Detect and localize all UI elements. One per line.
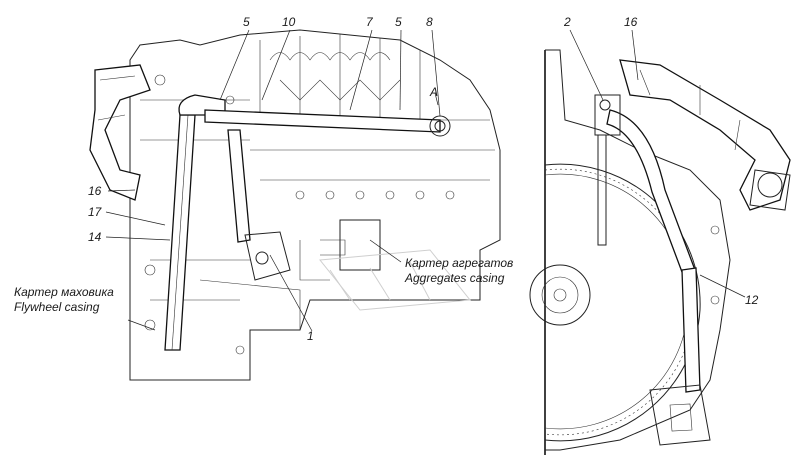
callout-14: 14 xyxy=(88,230,102,244)
callout-5-right: 5 xyxy=(395,15,402,29)
callout-A: A xyxy=(429,85,438,99)
leader-lines xyxy=(105,29,746,332)
caption-aggregates-en: Aggregates casing xyxy=(404,271,505,285)
callout-1: 1 xyxy=(307,329,314,343)
callout-16-left: 16 xyxy=(88,184,102,198)
callout-7: 7 xyxy=(366,15,374,29)
callout-17: 17 xyxy=(88,205,103,219)
watermark-shape xyxy=(319,249,471,311)
caption-flywheel-ru: Картер маховика xyxy=(14,285,114,299)
callout-16-right: 16 xyxy=(624,15,638,29)
engine-side-view xyxy=(89,29,501,381)
callout-2: 2 xyxy=(563,15,571,29)
caption-aggregates-ru: Картер агрегатов xyxy=(405,256,513,270)
engine-end-view xyxy=(529,49,791,455)
captions: Картер маховика Flywheel casing Картер а… xyxy=(14,256,513,314)
callout-10: 10 xyxy=(282,15,296,29)
callout-5-left: 5 xyxy=(243,15,250,29)
caption-flywheel-en: Flywheel casing xyxy=(14,300,100,314)
callout-12: 12 xyxy=(745,293,759,307)
callout-labels: 5 10 7 5 8 A 16 17 14 1 2 16 12 xyxy=(88,15,759,343)
callout-8: 8 xyxy=(426,15,433,29)
